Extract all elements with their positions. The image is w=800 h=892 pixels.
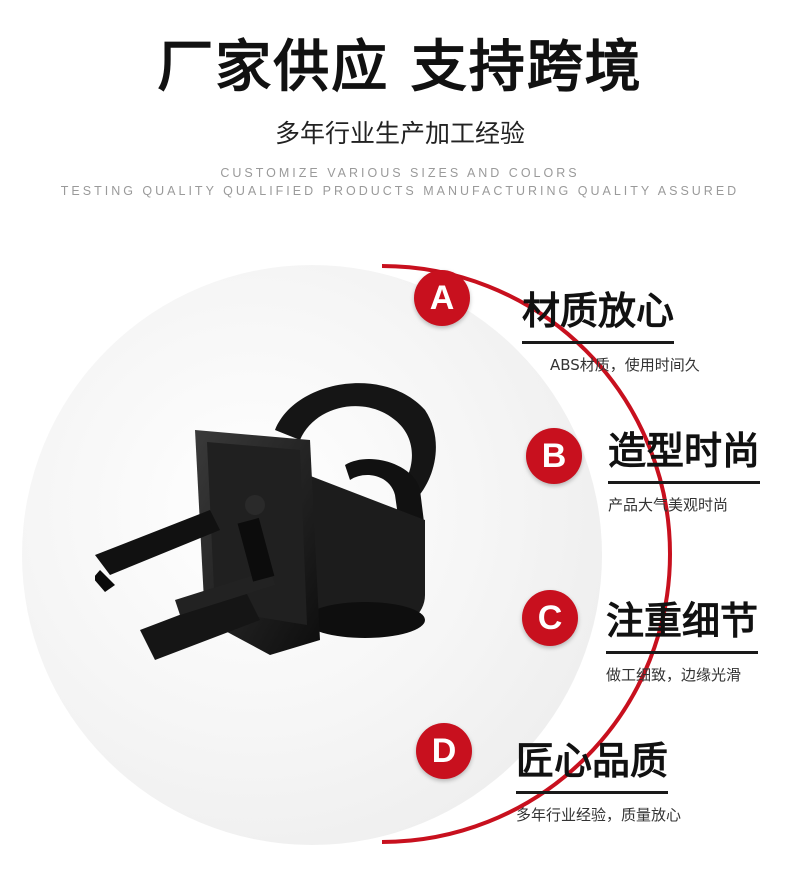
feature-c: 注重细节 做工细致，边缘光滑 <box>606 590 759 685</box>
feature-badge-b: B <box>526 428 582 484</box>
page-title: 厂家供应 支持跨境 <box>157 35 643 100</box>
feature-title-d: 匠心品质 <box>516 730 669 794</box>
feature-desc-b: 产品大气美观时尚 <box>608 496 729 514</box>
feature-title-c: 注重细节 <box>606 590 759 654</box>
english-tagline-2: TESTING QUALITY QUALIFIED PRODUCTS MANUF… <box>60 184 740 198</box>
feature-desc-d: 多年行业经验，质量放心 <box>516 806 682 824</box>
feature-badge-c: C <box>522 590 578 646</box>
feature-badge-a: A <box>414 270 470 326</box>
feature-desc-a: ABS材质，使用时间久 <box>550 356 700 374</box>
feature-desc-c: 做工细致，边缘光滑 <box>606 666 742 684</box>
page-subtitle: 多年行业生产加工经验 <box>274 119 525 148</box>
feature-d: 匠心品质 多年行业经验，质量放心 <box>516 730 681 825</box>
english-tagline-1: CUSTOMIZE VARIOUS SIZES AND COLORS <box>220 166 580 180</box>
feature-title-b: 造型时尚 <box>608 420 761 484</box>
feature-badge-d: D <box>416 723 472 779</box>
feature-b: 造型时尚 产品大气美观时尚 <box>608 420 761 515</box>
feature-a: 材质放心 ABS材质，使用时间久 <box>522 280 700 375</box>
feature-title-a: 材质放心 <box>522 280 675 344</box>
car-vent-cup-holder-icon <box>95 383 436 660</box>
